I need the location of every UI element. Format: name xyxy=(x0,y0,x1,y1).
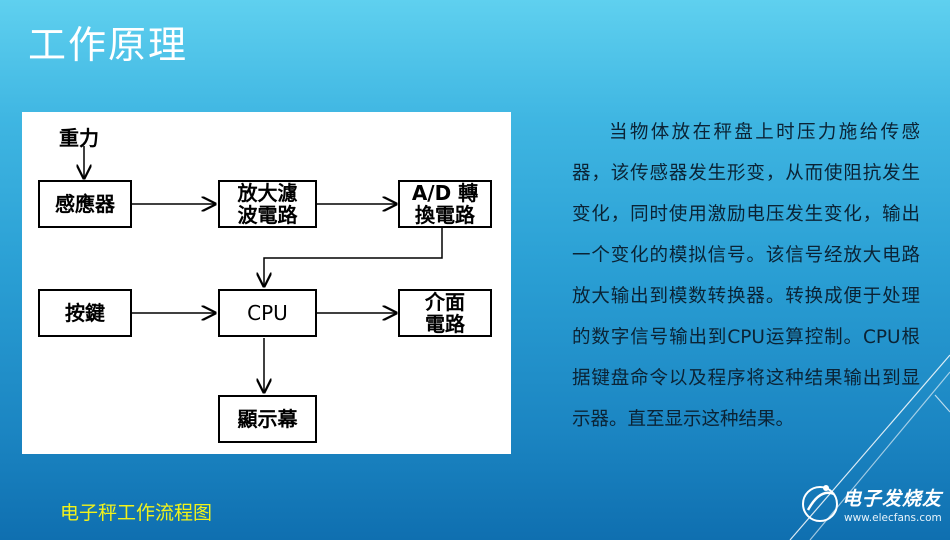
amp-filter-box: 放大濾 波電路 xyxy=(218,180,317,228)
keypad-label: 按鍵 xyxy=(65,301,105,325)
watermark-url: www.elecfans.com xyxy=(844,512,942,524)
watermark-logo: 电子发烧友 www.elecfans.com xyxy=(800,478,945,534)
flowchart-diagram: 重力 感應器 放大濾 波電路 A/D 轉 換電路 按鍵 CPU 介面 電路 顯示… xyxy=(22,112,511,454)
explanation-paragraph: 当物体放在秤盘上时压力施给传感器，该传感器发生形变，从而使阻抗发生变化，同时使用… xyxy=(572,122,920,430)
amp-filter-label: 放大濾 波電路 xyxy=(237,181,298,227)
ad-converter-box: A/D 轉 換電路 xyxy=(398,180,492,228)
sensor-label: 感應器 xyxy=(55,192,115,216)
keypad-box: 按鍵 xyxy=(38,289,132,337)
explanation-text: 当物体放在秤盘上时压力施给传感器，该传感器发生形变，从而使阻抗发生变化，同时使用… xyxy=(572,112,920,440)
display-box: 顯示幕 xyxy=(218,395,317,443)
gravity-label: 重力 xyxy=(59,126,99,150)
flowchart-arrows xyxy=(22,146,443,454)
elecfans-logo-icon xyxy=(802,485,838,522)
interface-label: 介面 電路 xyxy=(425,290,465,336)
cpu-label: CPU xyxy=(247,301,288,325)
watermark-name: 电子发烧友 xyxy=(842,488,943,510)
slide-title: 工作原理 xyxy=(28,23,189,67)
ad-converter-label: A/D 轉 換電路 xyxy=(411,181,479,227)
diagram-caption: 电子秤工作流程图 xyxy=(60,502,213,524)
display-label: 顯示幕 xyxy=(237,407,298,431)
interface-box: 介面 電路 xyxy=(398,289,492,337)
sensor-box: 感應器 xyxy=(38,180,132,228)
cpu-box: CPU xyxy=(218,289,317,337)
